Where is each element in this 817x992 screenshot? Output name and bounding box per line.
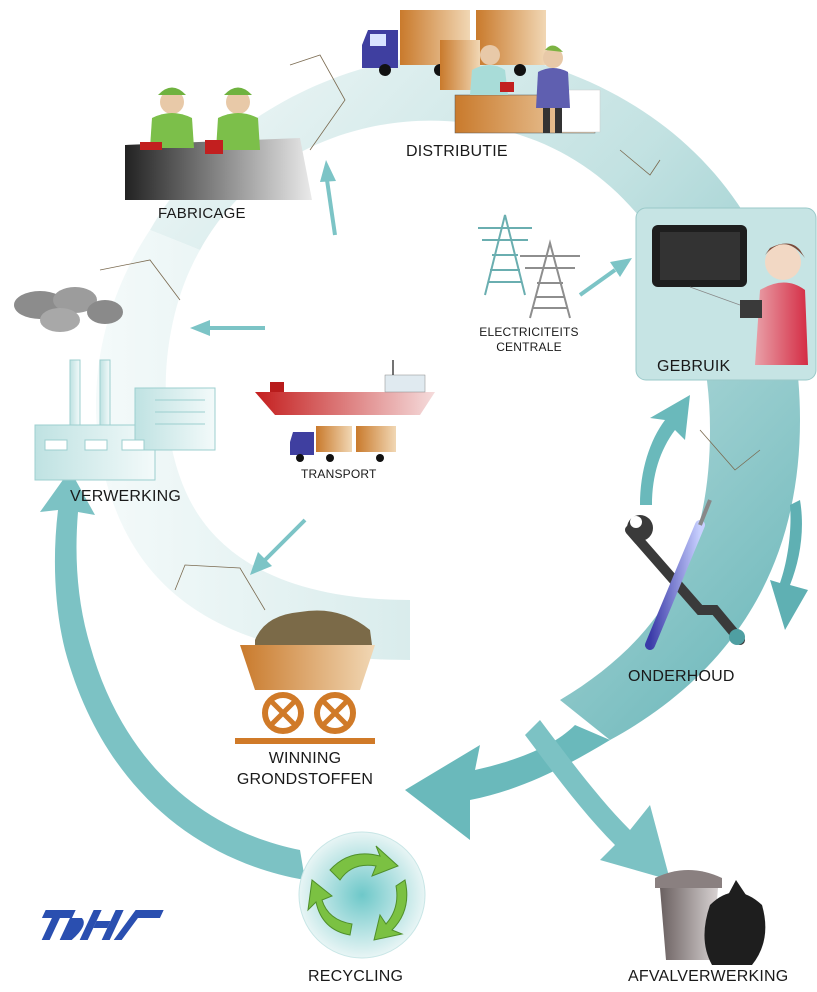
label-onderhoud: ONDERHOUD xyxy=(628,668,735,685)
label-distributie: DISTRIBUTIE xyxy=(406,143,508,160)
label-verwerking: VERWERKING xyxy=(70,488,182,505)
mine-cart-icon xyxy=(235,610,375,744)
label-gebruik: GEBRUIK xyxy=(657,358,731,375)
label-afvalverwerking: AFVALVERWERKING xyxy=(628,968,789,985)
workers-distributie-icon xyxy=(470,45,570,133)
label-transport: TRANSPORT xyxy=(301,467,377,481)
cycle-ring xyxy=(40,53,808,880)
transport-truck-icon xyxy=(290,426,396,462)
recycle-icon xyxy=(298,831,426,959)
wrench-screwdriver-icon xyxy=(625,499,745,650)
power-pylon-gray-icon xyxy=(520,239,580,319)
workers-icon xyxy=(125,87,312,200)
label-fabricage: FABRICAGE xyxy=(158,205,246,222)
label-winning-line1: WINNING xyxy=(268,750,342,767)
factory-icon xyxy=(14,287,216,481)
trash-bin-icon xyxy=(655,870,766,965)
ship-icon xyxy=(255,360,435,415)
inner-flow-arrows xyxy=(190,160,632,575)
label-recycling: RECYCLING xyxy=(308,968,404,985)
label-winning-grondstoffen: WINNING GRONDSTOFFEN xyxy=(210,748,400,790)
label-electriciteits-line2: CENTRALE xyxy=(496,340,562,354)
power-pylon-icon xyxy=(478,214,532,296)
label-winning-line2: GRONDSTOFFEN xyxy=(236,771,374,788)
label-electriciteits-centrale: ELECTRICITEITS CENTRALE xyxy=(474,325,584,355)
label-electriciteits-line1: ELECTRICITEITS xyxy=(479,325,579,339)
dhv-logo xyxy=(41,910,164,940)
tablet-user-icon xyxy=(635,207,817,381)
